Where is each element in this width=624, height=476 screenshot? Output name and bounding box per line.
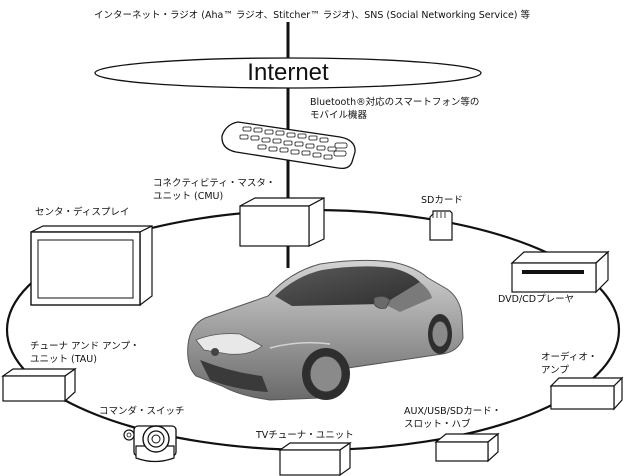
center-display-label: センタ・ディスプレイ [35,207,130,218]
bluetooth-device-label-line2: モバイル機器 [310,110,368,121]
aux-usb-hub-icon [434,432,500,463]
cmu-unit-icon [239,197,325,247]
commander-switch-icon [123,425,177,463]
commander-switch-label: コマンダ・スイッチ [99,406,185,417]
internet-ellipse [94,57,482,89]
audio-amp-label-line2: アンプ [541,365,569,376]
internet-services-caption: インターネット・ラジオ (Aha™ ラジオ、Stitcher™ ラジオ)、SNS… [93,10,531,21]
car-illustration [187,259,464,401]
audio-amp-icon [549,376,624,411]
tau-unit-icon [1,367,77,403]
tau-label-line2: ユニット (TAU) [30,354,97,365]
tau-label-line1: チューナ アンド アンプ・ [30,341,140,352]
dvd-player-icon [510,250,610,294]
cmu-label-line1: コネクティビティ・マスタ・ [153,178,276,189]
tv-tuner-label: TVチューナ・ユニット [256,430,354,441]
center-display-icon [30,225,153,307]
dvd-player-label: DVD/CDプレーヤ [498,294,575,305]
aux-hub-label-line1: AUX/USB/SDカード・ [404,406,502,417]
audio-amp-label-line1: オーディオ・ [541,352,598,363]
aux-hub-label-line2: スロット・ハブ [404,419,471,430]
cmu-label-line2: ユニット (CMU) [153,191,224,202]
tv-tuner-icon [278,441,352,476]
sd-card-label: SDカード [421,195,463,206]
bluetooth-device-label-line1: Bluetooth®対応のスマートフォン等の [310,97,480,108]
mobile-device-icon [221,121,356,170]
internet-label: Internet [247,59,329,86]
sd-card-icon [429,210,453,241]
